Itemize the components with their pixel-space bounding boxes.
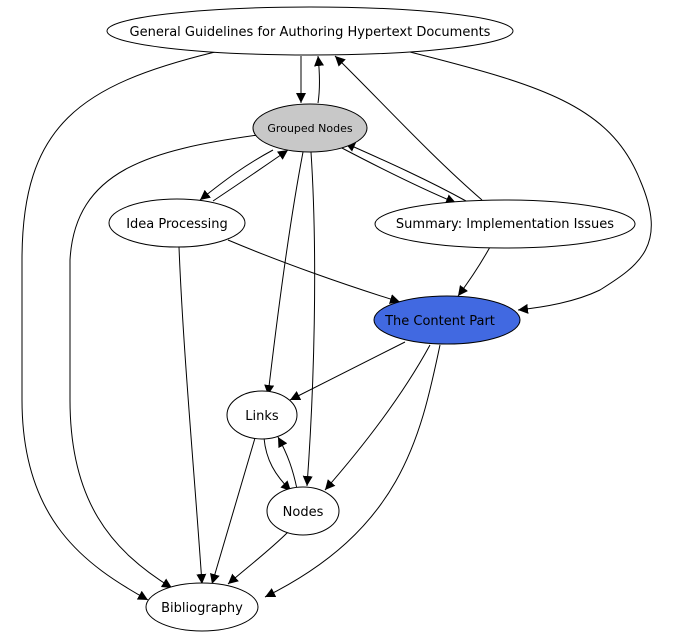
edge-grouped-to-summary xyxy=(339,146,457,204)
edge-general-to-content xyxy=(409,51,652,314)
edge-summary-to-content xyxy=(457,246,491,297)
edge-idea-to-bibliography xyxy=(178,246,207,585)
node-label-summary: Summary: Implementation Issues xyxy=(396,217,614,232)
node-label-general: General Guidelines for Authoring Hyperte… xyxy=(130,25,491,40)
node-label-idea: Idea Processing xyxy=(126,217,228,232)
edge-content-to-links xyxy=(289,341,406,401)
node-bibliography[interactable]: Bibliography xyxy=(145,582,259,632)
edge-grouped-to-bibliography xyxy=(69,134,259,589)
edge-content-to-nodes xyxy=(324,344,431,491)
node-summary-implementation[interactable]: Summary: Implementation Issues xyxy=(374,199,636,249)
node-idea-processing[interactable]: Idea Processing xyxy=(108,198,246,248)
node-nodes[interactable]: Nodes xyxy=(266,486,340,536)
node-links[interactable]: Links xyxy=(226,390,298,440)
edge-idea-to-grouped xyxy=(212,149,289,202)
node-label-nodes: Nodes xyxy=(283,505,324,520)
node-label-grouped: Grouped Nodes xyxy=(267,122,352,135)
node-grouped-nodes[interactable]: Grouped Nodes xyxy=(252,103,368,153)
node-content-part[interactable]: The Content Part xyxy=(373,295,521,345)
edge-grouped-to-links xyxy=(264,151,304,396)
node-label-content: The Content Part xyxy=(384,314,495,329)
edge-idea-to-content xyxy=(227,239,401,304)
edge-grouped-to-general xyxy=(314,55,325,104)
node-label-links: Links xyxy=(245,409,279,424)
edge-nodes-to-bibliography xyxy=(227,531,289,585)
edge-summary-to-general xyxy=(334,55,483,201)
edge-grouped-to-nodes xyxy=(302,151,316,487)
edges xyxy=(21,51,652,601)
edge-links-to-bibliography xyxy=(210,437,256,585)
edge-content-to-bibliography xyxy=(264,344,441,598)
node-label-bibliography: Bibliography xyxy=(161,601,243,616)
node-general-guidelines[interactable]: General Guidelines for Authoring Hyperte… xyxy=(106,6,514,56)
edge-grouped-to-idea xyxy=(199,149,274,201)
edge-summary-to-grouped xyxy=(344,142,467,202)
edge-links-to-nodes xyxy=(263,437,292,492)
edge-general-to-bibliography xyxy=(21,51,216,601)
edge-nodes-to-links xyxy=(277,436,298,490)
